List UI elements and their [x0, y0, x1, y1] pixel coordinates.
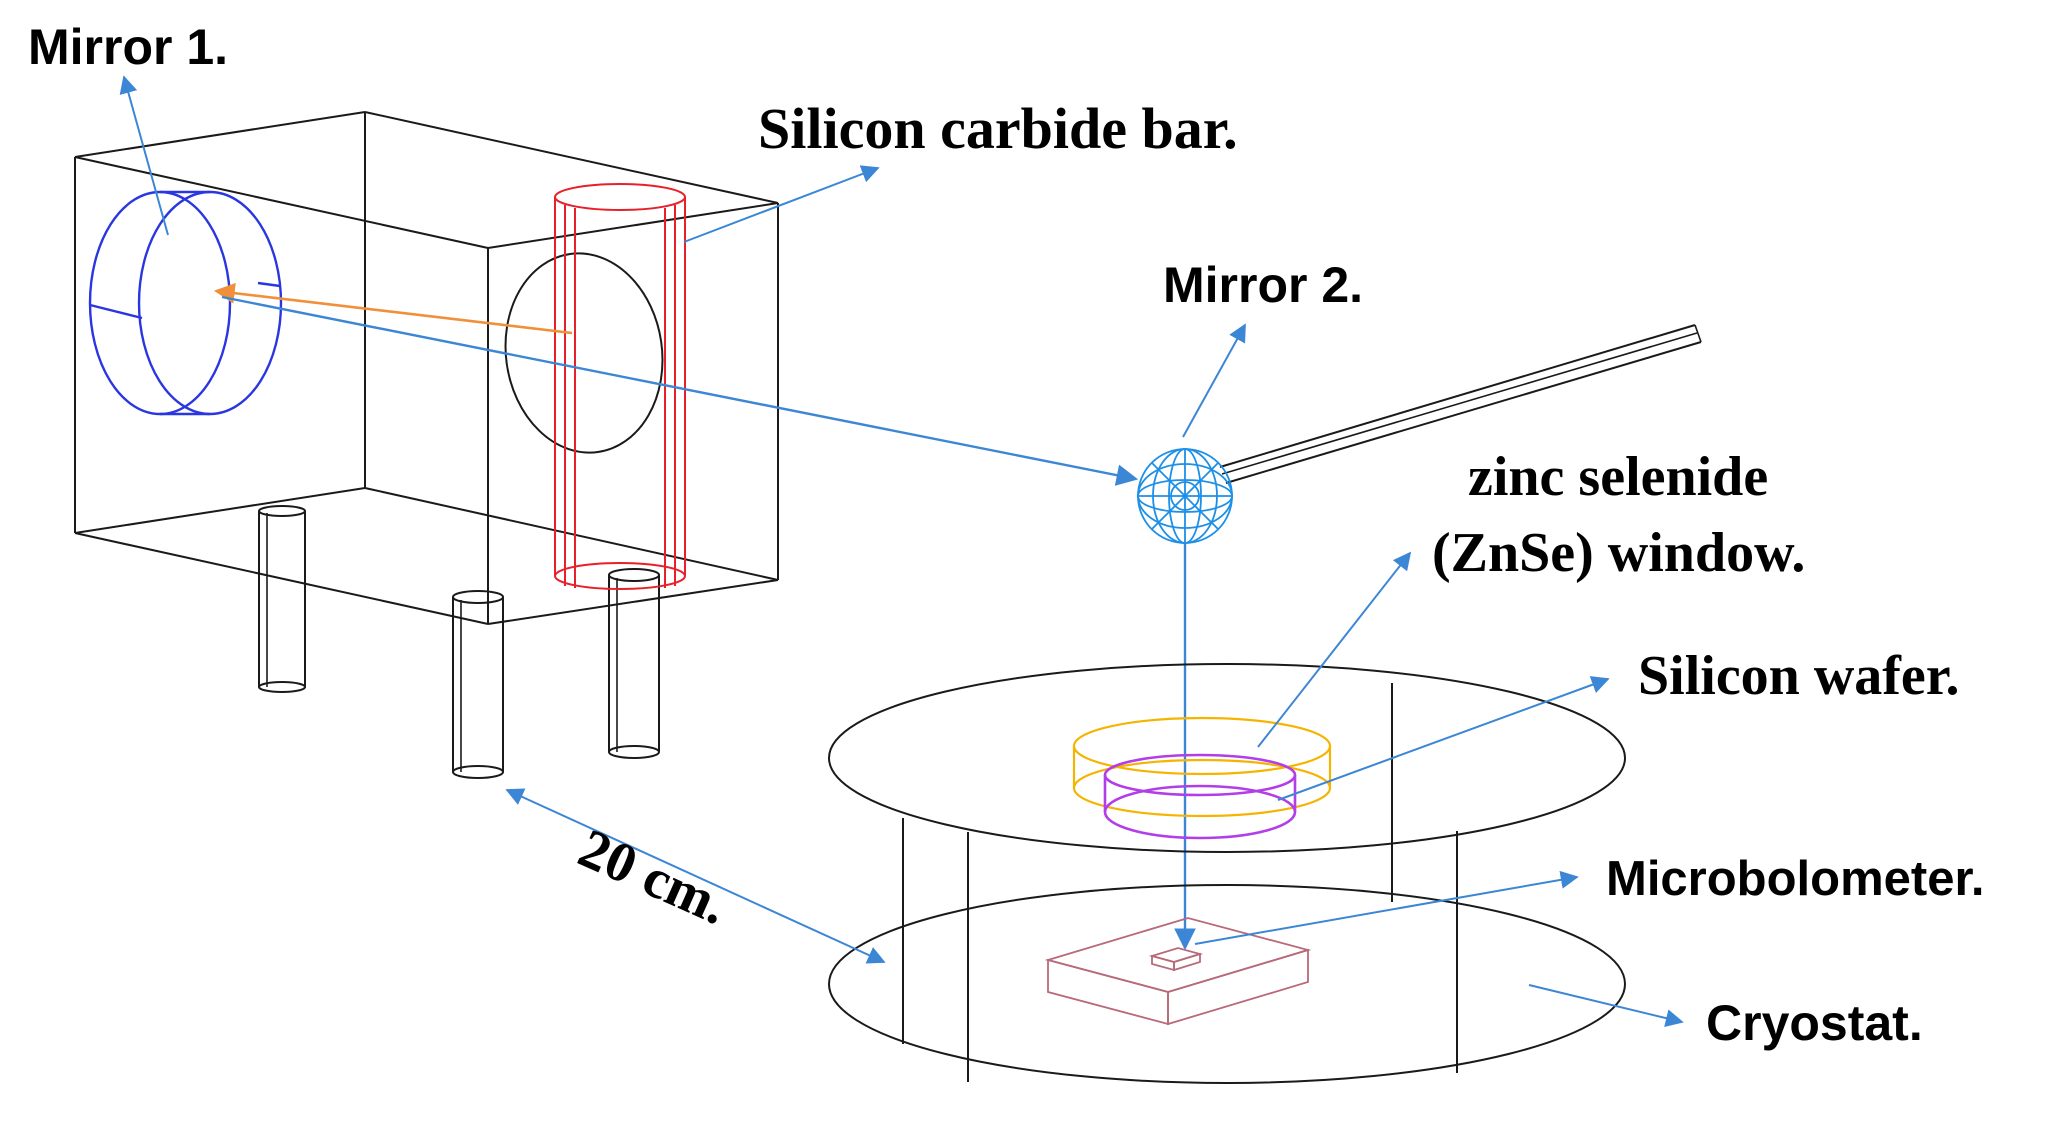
microbolometer-package — [1044, 917, 1312, 1026]
mirror-2 — [1137, 448, 1233, 544]
source-box — [74, 111, 779, 625]
source-aperture — [504, 252, 664, 454]
pointer-znse-window — [1257, 551, 1412, 748]
leg-right — [608, 568, 660, 759]
pointer-mirror1 — [119, 75, 169, 236]
label-mirror-2: Mirror 2. — [1163, 257, 1363, 313]
source-legs — [258, 505, 660, 779]
silicon-wafer — [1103, 753, 1297, 840]
label-microbolometer: Microbolometer. — [1606, 852, 1984, 906]
pointer-silicon-carbide-bar — [683, 165, 880, 243]
label-silicon-carbide-bar: Silicon carbide bar. — [758, 96, 1238, 161]
znse-window — [1072, 716, 1332, 818]
beam-mirror1-to-mirror2 — [221, 295, 1139, 486]
pointer-arrows — [119, 75, 1684, 1027]
leg-left — [258, 505, 306, 693]
label-cryostat: Cryostat. — [1706, 995, 1923, 1051]
label-distance: 20 cm. — [570, 817, 737, 937]
pointer-microbolometer — [1194, 870, 1579, 945]
distance-arrow — [505, 788, 886, 964]
label-znse-line2: (ZnSe) window. — [1432, 522, 1805, 584]
silicon-carbide-bar — [554, 183, 686, 590]
label-silicon-wafer: Silicon wafer. — [1638, 645, 1959, 707]
pointer-mirror2 — [1182, 323, 1246, 438]
pointer-cryostat — [1528, 984, 1684, 1027]
pointer-silicon-wafer — [1277, 676, 1610, 801]
source-beam — [213, 282, 573, 335]
mirror-2-rod — [1219, 324, 1702, 484]
label-znse-line1: zinc selenide — [1468, 446, 1768, 508]
microbolometer-chip — [1148, 947, 1204, 963]
cryostat — [828, 663, 1626, 1084]
label-mirror-1: Mirror 1. — [28, 19, 228, 75]
leg-middle — [452, 590, 504, 779]
